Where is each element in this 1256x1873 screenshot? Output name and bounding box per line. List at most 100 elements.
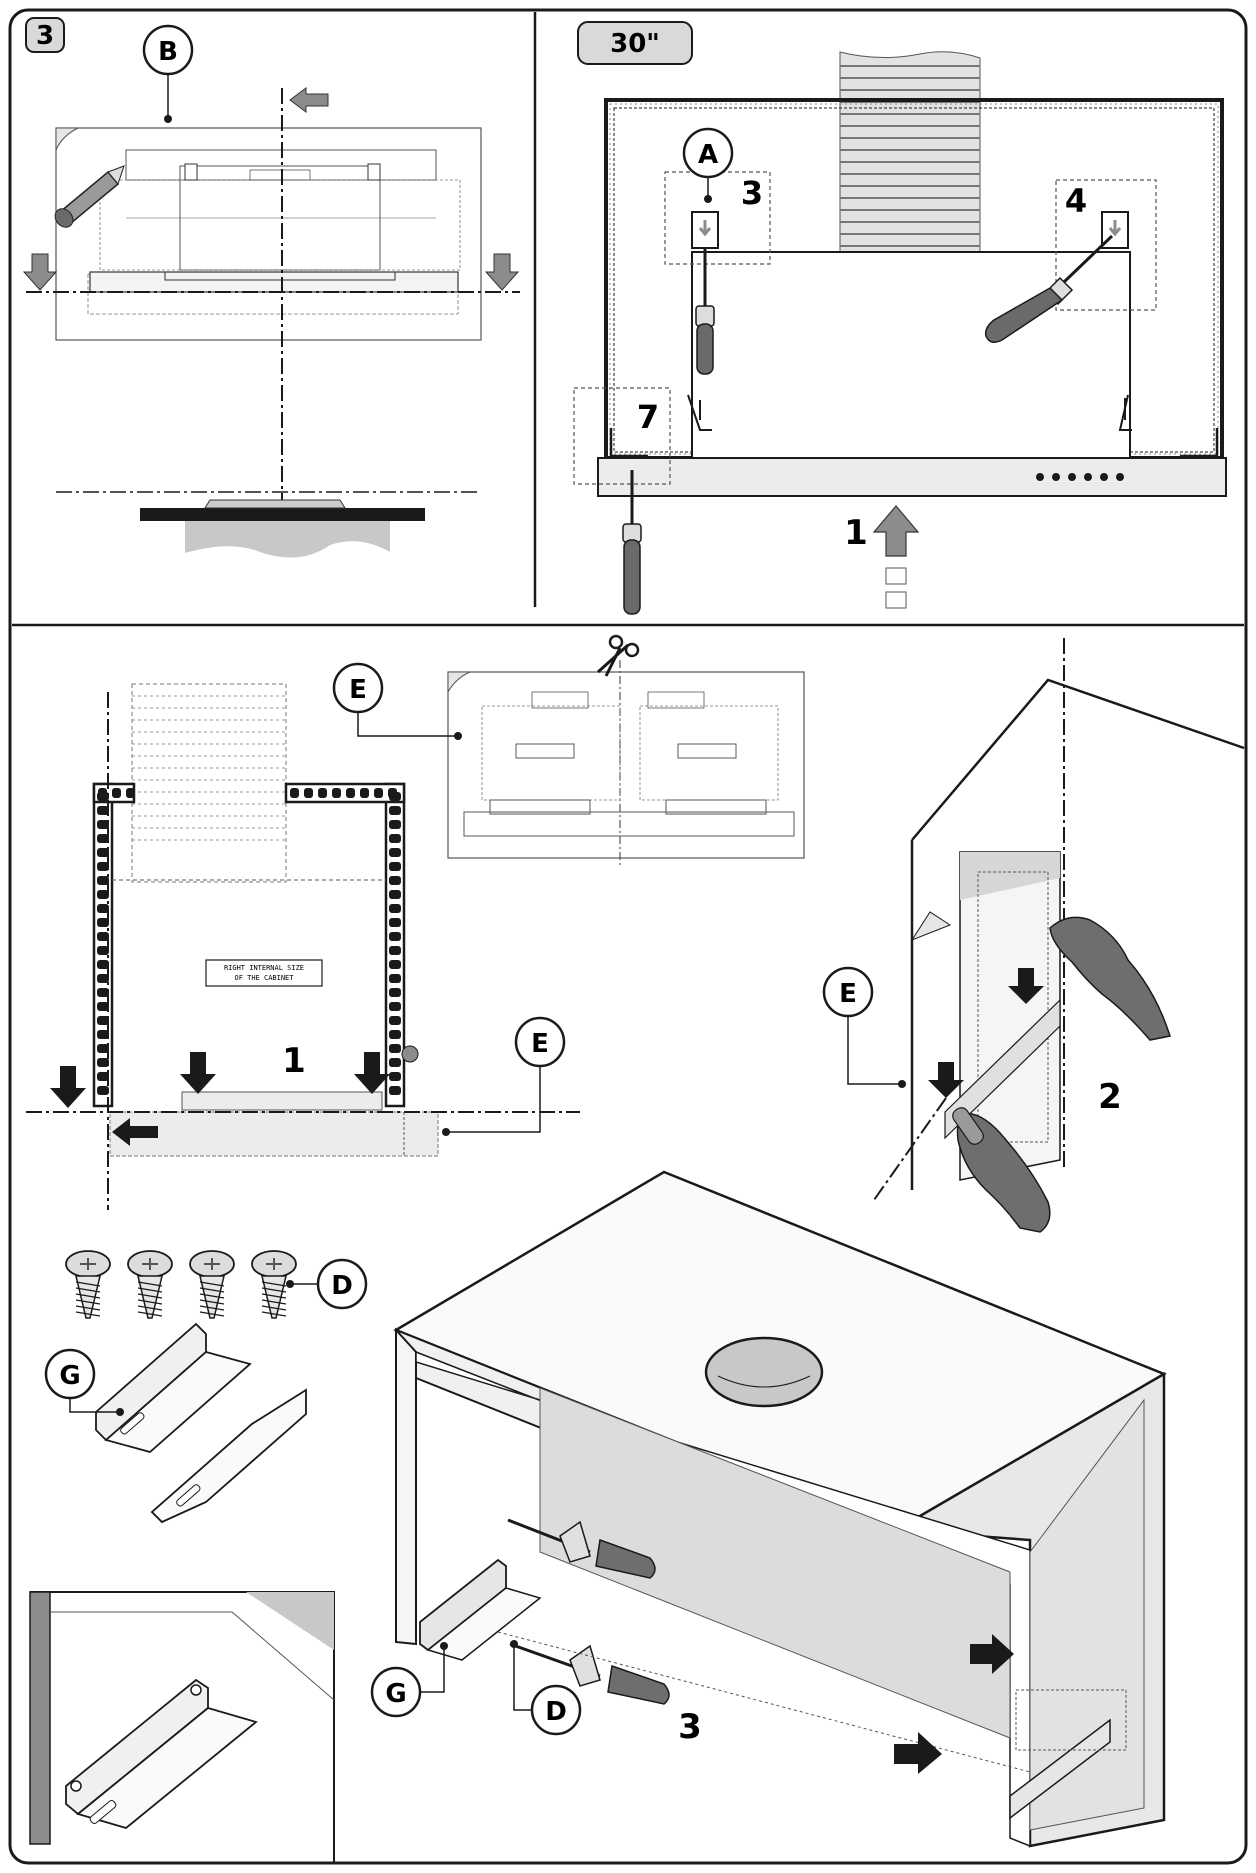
arrow-down-right bbox=[484, 253, 520, 291]
control-button bbox=[1084, 473, 1092, 481]
control-buttons bbox=[1036, 473, 1124, 481]
texture-mark bbox=[389, 1044, 401, 1053]
arrow-up-gray bbox=[872, 505, 920, 557]
cooktop bbox=[140, 508, 425, 521]
screwdriver-icon bbox=[695, 248, 715, 375]
cabinet-wall-right bbox=[384, 782, 406, 1108]
texture-mark bbox=[97, 1044, 109, 1053]
control-button bbox=[1116, 473, 1124, 481]
texture-mark bbox=[97, 834, 109, 843]
texture-mark bbox=[389, 834, 401, 843]
texture-mark bbox=[389, 1016, 401, 1025]
detail-box-7 bbox=[573, 387, 671, 485]
texture-mark bbox=[97, 848, 109, 857]
texture-mark bbox=[97, 806, 109, 815]
texture-mark bbox=[389, 918, 401, 927]
texture-mark bbox=[389, 1030, 401, 1039]
callout-g-cabinet-label: G bbox=[385, 1679, 406, 1709]
screw-icon bbox=[251, 1250, 297, 1319]
pencil-icon bbox=[54, 165, 125, 228]
wall-template-application: E 2 bbox=[822, 638, 1245, 1233]
texture-mark bbox=[389, 988, 401, 997]
cabinet-3d: G D 3 bbox=[370, 1170, 1167, 1848]
step-number-1-bottom: 1 bbox=[282, 1041, 306, 1081]
outer-frame bbox=[8, 8, 1248, 1865]
texture-mark bbox=[97, 820, 109, 829]
texture-mark bbox=[112, 788, 121, 798]
cabinet-wall-left bbox=[92, 782, 114, 1108]
texture-mark bbox=[97, 918, 109, 927]
texture-mark bbox=[389, 1058, 401, 1067]
texture-mark bbox=[360, 788, 369, 798]
panel-hood-fixing: 30" A 3 4 7 1 bbox=[573, 21, 1227, 615]
texture-mark bbox=[97, 1072, 109, 1081]
bracket-detail-inset bbox=[29, 1591, 335, 1862]
arrow-left-gray bbox=[289, 87, 329, 113]
texture-mark bbox=[388, 788, 397, 798]
arrow-right-black bbox=[970, 1634, 1014, 1674]
texture-mark bbox=[389, 960, 401, 969]
step-number-2: 2 bbox=[1098, 1077, 1122, 1117]
screwdriver-icon bbox=[507, 1518, 656, 1579]
texture-mark bbox=[97, 974, 109, 983]
texture-mark bbox=[97, 946, 109, 955]
step-number-3-bottom: 3 bbox=[678, 1707, 702, 1747]
texture-mark bbox=[389, 946, 401, 955]
cabinet-section: RIGHT INTERNAL SIZE OF THE CABINET 1 E bbox=[26, 683, 580, 1210]
texture-mark bbox=[97, 904, 109, 913]
screw-icon bbox=[189, 1250, 235, 1319]
step-number-4: 4 bbox=[1065, 182, 1087, 220]
scissors-icon bbox=[596, 634, 640, 677]
step-number-1: 1 bbox=[844, 513, 868, 553]
texture-mark bbox=[97, 1030, 109, 1039]
cut-template-e: E bbox=[332, 634, 805, 865]
texture-mark bbox=[98, 788, 107, 798]
screws-d: D bbox=[65, 1250, 368, 1319]
texture-mark bbox=[97, 876, 109, 885]
texture-mark bbox=[97, 932, 109, 941]
texture-mark bbox=[389, 1002, 401, 1011]
callout-b-dot bbox=[164, 115, 172, 123]
countertop-silhouette bbox=[185, 521, 390, 558]
keyhole-bracket-left bbox=[691, 211, 719, 249]
step-number-7: 7 bbox=[637, 398, 659, 436]
template-outline-lower bbox=[87, 273, 459, 315]
texture-mark bbox=[126, 788, 135, 798]
arrow-down-black bbox=[180, 1052, 216, 1094]
pencil-icon bbox=[952, 1107, 984, 1145]
duct-ribs-dashed bbox=[132, 695, 286, 841]
texture-mark bbox=[389, 848, 401, 857]
step-badge bbox=[25, 17, 65, 53]
arrow-right-black bbox=[894, 1732, 942, 1774]
screw-icon bbox=[127, 1250, 173, 1319]
texture-mark bbox=[97, 890, 109, 899]
control-button bbox=[1100, 473, 1108, 481]
template-sheet bbox=[447, 671, 805, 859]
texture-mark bbox=[318, 788, 327, 798]
duct-hole bbox=[704, 1336, 824, 1408]
texture-mark bbox=[389, 876, 401, 885]
texture-mark bbox=[389, 820, 401, 829]
arrow-down-black bbox=[50, 1066, 86, 1108]
arrow-down-black bbox=[354, 1052, 390, 1094]
texture-mark bbox=[97, 1016, 109, 1025]
texture-mark bbox=[389, 1086, 401, 1095]
texture-mark bbox=[389, 974, 401, 983]
texture-mark bbox=[374, 788, 383, 798]
screwdriver-icon bbox=[622, 470, 642, 615]
detail-box-4 bbox=[1055, 179, 1157, 311]
arrow-left-black bbox=[112, 1118, 158, 1146]
size-badge-text: 30" bbox=[610, 29, 660, 59]
callout-d-screws-label: D bbox=[331, 1271, 353, 1301]
cabinet-note-line2: OF THE CABINET bbox=[234, 974, 294, 982]
texture-mark bbox=[332, 788, 341, 798]
panel-template-alignment: 3 B bbox=[22, 17, 520, 558]
texture-mark bbox=[389, 904, 401, 913]
texture-mark bbox=[97, 1086, 109, 1095]
callout-a-label: A bbox=[698, 140, 718, 170]
texture-mark bbox=[304, 788, 313, 798]
screwdriver-icon bbox=[984, 234, 1114, 343]
paper-template bbox=[55, 127, 482, 341]
screw-icon bbox=[65, 1250, 111, 1319]
